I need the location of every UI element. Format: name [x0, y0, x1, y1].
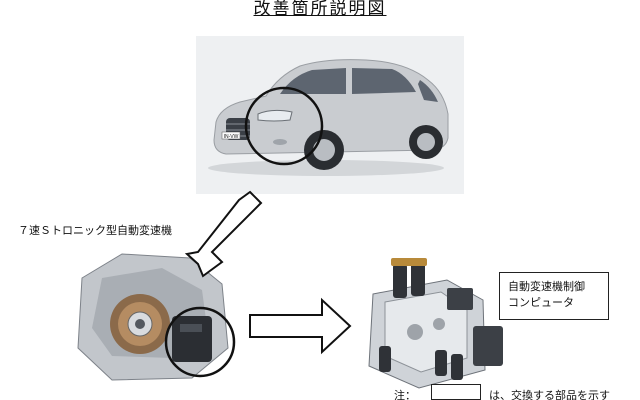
transmission-mechatronic-unit: [172, 316, 212, 362]
car-highlight-circle: [244, 86, 324, 166]
legend-box: [431, 384, 481, 400]
ecu-label-line2: コンピュータ: [508, 296, 574, 309]
transmission-photo: [77, 253, 236, 381]
car-photo: IN-VW: [196, 36, 464, 194]
transmission-label: ７速Ｓトロニック型自動変速機: [18, 224, 172, 237]
transmission-highlight-circle: [164, 306, 236, 378]
page-title: 改善箇所説明図: [253, 0, 387, 19]
ecu-label-line1: 自動変速機制御: [508, 280, 585, 293]
transmission-to-ecu-arrow: [249, 297, 352, 355]
ecu-photo: [368, 258, 503, 389]
note-prefix: 注：: [394, 389, 416, 400]
note-text: は、交換する部品を示す: [489, 389, 610, 400]
ecu-label-box: 自動変速機制御 コンピュータ: [499, 272, 609, 320]
license-plate-text: IN-VW: [224, 134, 239, 140]
